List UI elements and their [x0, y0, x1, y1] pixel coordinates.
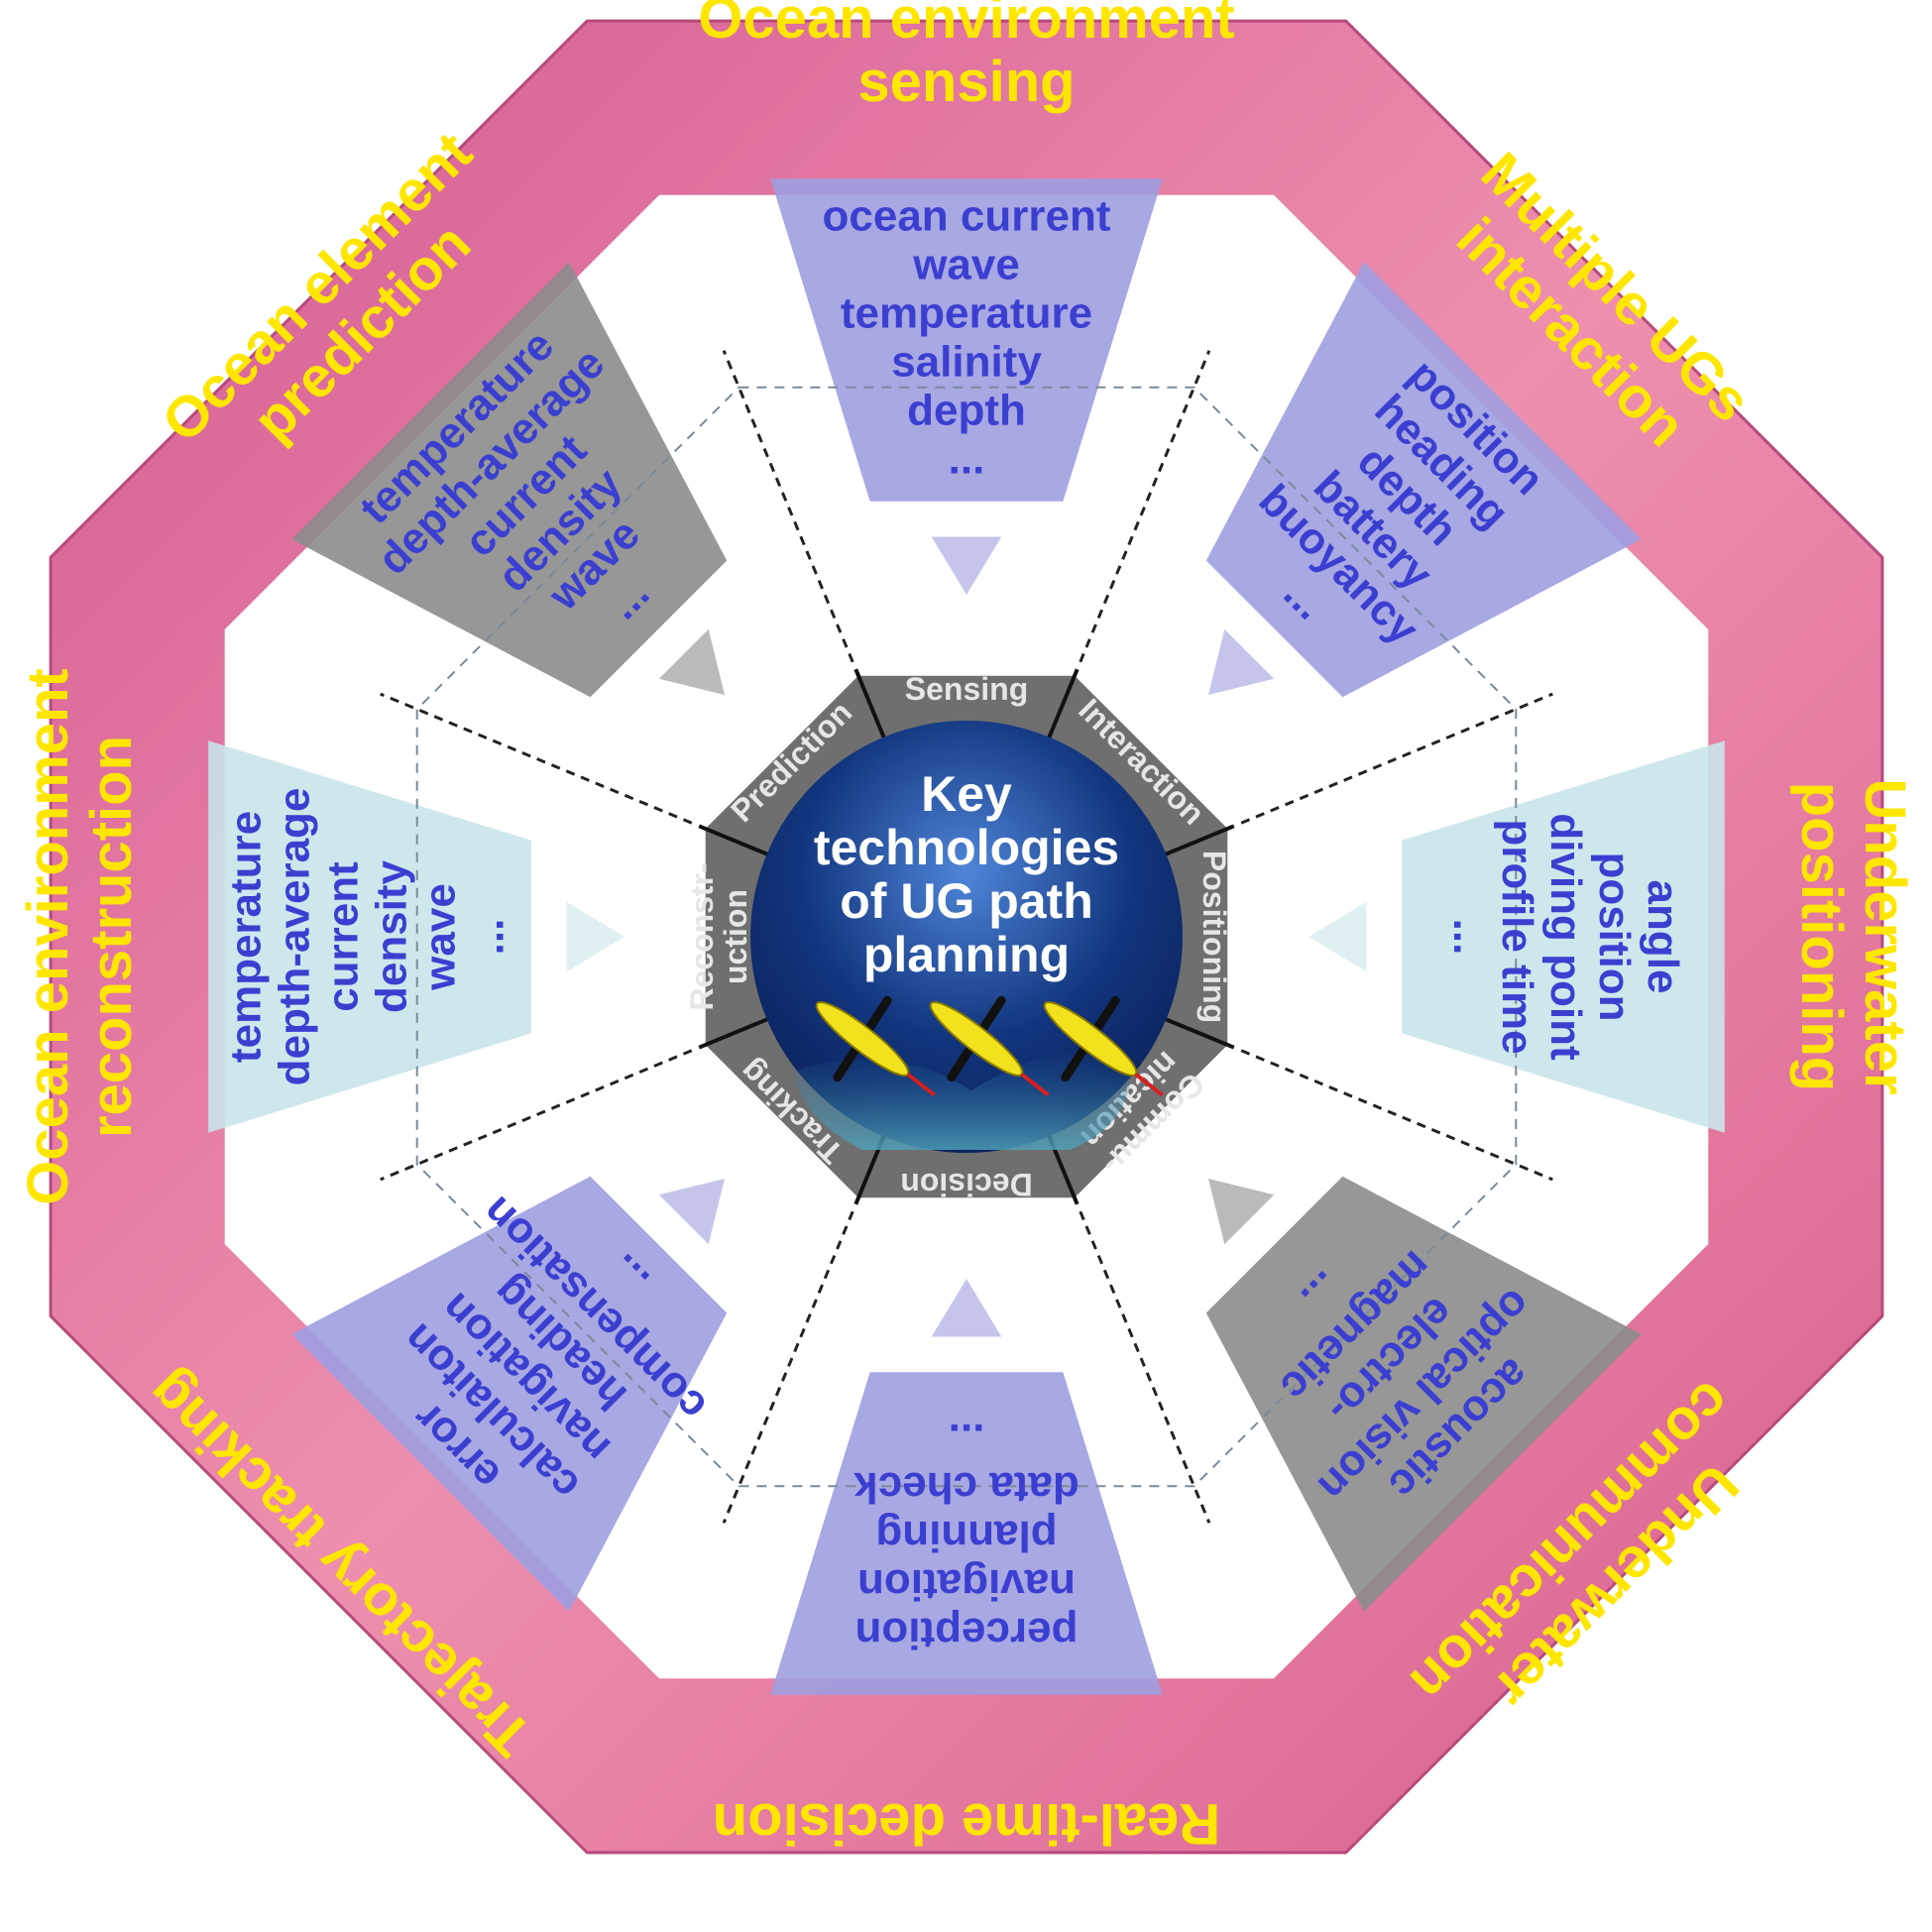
center-title-line: technologies — [814, 820, 1119, 875]
arrow-icon — [1208, 1179, 1275, 1245]
arrow-icon — [1308, 901, 1367, 972]
dashed-divider-0 — [722, 350, 854, 663]
panel-1 — [1205, 262, 1642, 698]
hub-divider-2 — [1153, 824, 1235, 861]
dashed-divider-1 — [1079, 350, 1211, 663]
outer-label-line: sensing — [857, 50, 1075, 114]
list-item: navigation — [857, 1560, 1076, 1609]
panel-5 — [291, 1176, 728, 1612]
list-item: temperature — [222, 811, 271, 1063]
hub-divider-1 — [1042, 668, 1080, 750]
item-list-0: ocean currentwavetemperaturesalinitydept… — [823, 192, 1111, 484]
list-item: ... — [949, 435, 985, 484]
seafloor-shape — [793, 1049, 1132, 1150]
list-item: current — [319, 861, 368, 1012]
center-title-line: of UG path — [840, 873, 1093, 929]
glider-icon — [815, 995, 936, 1097]
center-title-line: planning — [863, 927, 1070, 982]
center-title-line: Key — [921, 766, 1012, 822]
dashed-divider-5 — [722, 1210, 854, 1524]
list-item: ... — [465, 919, 513, 956]
list-item: density — [368, 859, 416, 1013]
outer-label-line: Real-time decision — [713, 1791, 1220, 1856]
hub-divider-3 — [1153, 1012, 1235, 1050]
arrow-icon — [1208, 628, 1275, 695]
outer-label-line: positioning — [1789, 782, 1854, 1092]
glider-icons — [815, 995, 1164, 1097]
panel-7 — [291, 262, 728, 698]
list-item: profile time — [1493, 819, 1541, 1054]
arrow-icon — [931, 1279, 1002, 1337]
list-item: ocean current — [823, 192, 1111, 241]
glider-icon — [929, 995, 1050, 1097]
outer-label-line: Ocean environment — [698, 0, 1234, 51]
list-item: diving point — [1541, 813, 1590, 1061]
outer-label-line: Ocean environment — [16, 668, 80, 1204]
list-item: salinity — [891, 338, 1042, 387]
list-item: planning — [875, 1512, 1057, 1560]
outer-label-4: Real-time decision — [713, 1791, 1220, 1856]
arrow-icon — [931, 536, 1002, 595]
hub-divider-0 — [853, 668, 891, 750]
hub-label-6: Reconstr-uction — [684, 862, 753, 1010]
panel-3 — [1205, 1176, 1642, 1612]
hub-label-line: Positioning — [1196, 851, 1232, 1023]
hub-divider-7 — [698, 824, 780, 861]
list-item: wave — [416, 883, 465, 991]
hub-divider-6 — [698, 1012, 780, 1050]
dashed-guides — [380, 350, 1553, 1524]
hub-label-2: Positioning — [1196, 851, 1232, 1023]
dashed-divider-2 — [1240, 692, 1553, 825]
dashed-divider-4 — [1079, 1210, 1211, 1524]
list-item: perception — [855, 1609, 1079, 1657]
list-item: wave — [912, 241, 1020, 289]
hub-label-line: Sensing — [905, 671, 1028, 707]
panel-6 — [208, 740, 531, 1133]
outer-label-line: reconstruction — [79, 736, 144, 1138]
panel-2 — [1402, 740, 1725, 1133]
item-panels — [208, 178, 1725, 1695]
arrow-icon — [658, 1179, 725, 1245]
list-item: ... — [949, 1415, 985, 1463]
dashed-octagon — [415, 386, 1518, 1488]
hub-label-0: Sensing — [905, 671, 1028, 707]
list-item: temperature — [841, 289, 1092, 338]
hub-label-4: Decision — [900, 1167, 1032, 1202]
outer-label-line: Underwater — [1853, 778, 1917, 1094]
direction-arrows — [566, 536, 1367, 1337]
hub-label-line: uction — [718, 889, 753, 984]
hub-label-line: Decision — [900, 1167, 1032, 1202]
hub-label-line: Reconstr- — [684, 862, 720, 1010]
list-item: position — [1590, 852, 1639, 1021]
glider-icon — [1043, 995, 1164, 1097]
arrow-icon — [658, 628, 725, 695]
list-item: data check — [853, 1463, 1080, 1512]
list-item: ... — [1444, 919, 1493, 956]
arrow-icon — [566, 901, 625, 972]
dashed-divider-6 — [380, 1049, 693, 1182]
list-item: depth-average — [271, 788, 319, 1086]
list-item: depth — [907, 387, 1026, 435]
panel-4 — [770, 1372, 1163, 1695]
dashed-divider-7 — [380, 692, 693, 825]
dashed-divider-3 — [1240, 1049, 1553, 1182]
panel-0 — [770, 178, 1163, 502]
list-item: angle — [1639, 880, 1687, 994]
